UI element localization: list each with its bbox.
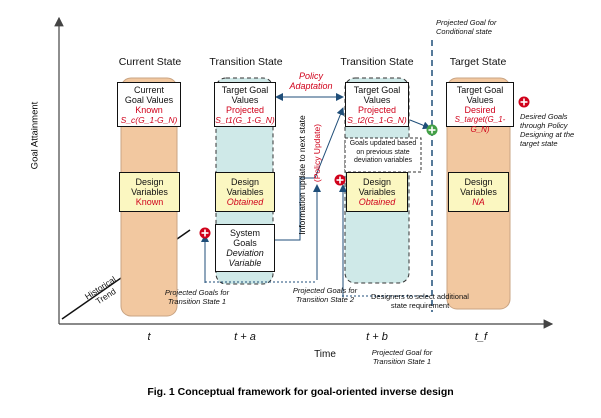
box-status: Projected (357, 105, 397, 115)
projected-goal-ts1-bottom-label: Projected Goal for Transition State 1 (362, 348, 442, 366)
target-design-variables-box: Design Variables NA (448, 172, 509, 212)
target-state-header: Target State (449, 56, 507, 68)
current-goal-values-box: Current Goal Values Known S_c(G_1-G_N) (117, 82, 181, 127)
marker-conditional (426, 124, 438, 136)
marker-transition-1 (199, 227, 211, 239)
box-line: Values (363, 95, 391, 105)
y-axis-label: Goal Attainment (29, 101, 41, 170)
tick-t-plus-b: t + b (366, 331, 388, 343)
policy-update-label: (Policy Update) (312, 123, 322, 183)
box-line: Variables (358, 187, 396, 197)
note-line: Designing at the (520, 130, 575, 139)
transition-2-goal-values-box: Target Goal Values Projected S_t2(G_1-G_… (345, 82, 409, 127)
transition-1-design-variables-box: Design Variables Obtained (215, 172, 275, 212)
goal-formula: S_t1(G_1-G_N) (215, 115, 275, 125)
note-line: Desired Goals (520, 112, 568, 121)
note-line: Projected Goals for (164, 288, 230, 297)
desired-goals-label: Desired Goals through Policy Designing a… (520, 112, 594, 148)
tick-t: t (147, 331, 151, 343)
box-line: Target Goal (221, 85, 269, 95)
note-line: Transition State 2 (295, 295, 355, 304)
goals-updated-box (344, 137, 422, 173)
box-line: Design (464, 177, 493, 187)
note-line: Transition State 1 (167, 297, 227, 306)
note-line: Designers to select additional (371, 292, 469, 301)
transition-state-2-header: Transition State (340, 56, 414, 68)
note-line: Transition State 1 (372, 357, 432, 366)
current-state-header: Current State (118, 56, 182, 68)
system-goals-deviation-box: System Goals Deviation Variable (215, 224, 275, 272)
note-line: deviation variables (354, 157, 412, 164)
tick-t-f: t_f (474, 331, 488, 343)
information-update-label: Information update to next state (297, 115, 307, 235)
current-design-variables-box: Design Variables Known (119, 172, 180, 212)
box-status: Desired (464, 105, 496, 115)
x-axis-label: Time (314, 349, 336, 360)
note-line: Projected Goal for (371, 348, 433, 357)
note-line: Conditional state (436, 27, 492, 36)
box-line: Variables (460, 187, 497, 197)
policy-adaptation-label: Policy Adaptation (280, 71, 342, 91)
box-line: Variable (228, 258, 262, 268)
transition-1-goal-values-box: Target Goal Values Projected S_t1(G_1-G_… (214, 82, 276, 127)
box-line: Design (135, 177, 164, 187)
box-status: Known (135, 105, 163, 115)
box-line: Current (133, 85, 164, 95)
marker-target (518, 96, 530, 108)
note-line: state requirement (390, 301, 450, 310)
figure-caption: Fig. 1 Conceptual framework for goal-ori… (147, 386, 454, 398)
box-status: Obtained (358, 197, 396, 207)
designers-label: Designers to select additional state req… (364, 292, 476, 310)
goal-formula: S_c(G_1-G_N) (120, 115, 178, 125)
projected-ts1-label: Projected Goals for Transition State 1 (157, 288, 237, 306)
note-line: on previous state (356, 148, 410, 156)
box-line: Target Goal (353, 85, 401, 95)
box-status: Obtained (226, 197, 264, 207)
note-line: through Policy (520, 121, 568, 130)
box-line: Design (362, 177, 391, 187)
note-line: Adaptation (289, 81, 333, 91)
information-update-arrow (273, 107, 345, 241)
note-line: Policy (298, 71, 323, 81)
goal-formula: S_t2(G_1-G_N) (347, 115, 407, 125)
box-line: Goal Values (124, 95, 174, 105)
box-status: Projected (225, 105, 265, 115)
box-status: Known (135, 197, 164, 207)
box-status: NA (472, 197, 485, 207)
marker-transition-2 (334, 174, 346, 186)
transition-2-design-variables-box: Design Variables Obtained (346, 172, 408, 212)
box-line: Goals (233, 238, 257, 248)
goals-updated-text: Goals updated based on previous state de… (346, 140, 420, 166)
note-line: target state (520, 139, 558, 148)
note-line: Projected Goals for (292, 286, 358, 295)
note-line: Goals updated based (349, 140, 417, 147)
box-line: Design (230, 177, 259, 187)
goal-formula: S_target(G_1-G_N) (454, 115, 506, 134)
box-line: System (229, 228, 260, 238)
note-line: Projected Goal for (436, 18, 497, 27)
box-line: Variables (226, 187, 264, 197)
box-line: Values (231, 95, 259, 105)
tick-t-plus-a: t + a (234, 331, 256, 343)
target-goal-values-box: Target Goal Values Desired S_target(G_1-… (446, 82, 514, 134)
box-line: Deviation (226, 248, 264, 258)
box-line: Values (466, 95, 494, 105)
box-line: Target Goal (456, 85, 504, 95)
box-line: Variables (131, 187, 168, 197)
transition-state-1-header: Transition State (209, 56, 283, 68)
projected-ts2-label: Projected Goals for Transition State 2 (284, 286, 366, 304)
projected-conditional-label: Projected Goal for Conditional state (436, 18, 526, 36)
target-arrow (409, 119, 431, 130)
